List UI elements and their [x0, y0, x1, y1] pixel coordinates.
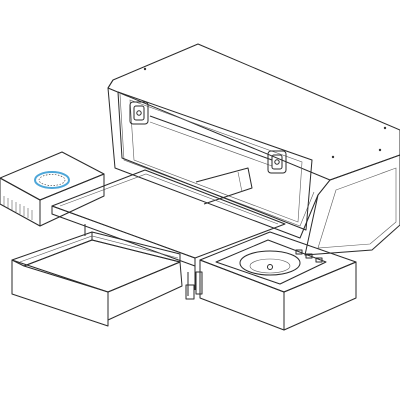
faucet-icon: [295, 249, 323, 263]
tray-top-surface: [51, 169, 286, 259]
screw: [378, 148, 382, 152]
latch-handle: [271, 154, 283, 170]
sink-bracket: [195, 271, 203, 295]
interior-post: [237, 171, 243, 193]
slide-tray[interactable]: [51, 169, 286, 300]
body-end-face: [304, 154, 400, 256]
cooktop-vents: [3, 196, 33, 220]
latch-right[interactable]: [267, 150, 287, 174]
lid-inner-recess: [129, 99, 303, 223]
body-corner-edge: [107, 79, 114, 89]
tray-rim: [59, 173, 279, 225]
drawer-inner-rim: [19, 235, 179, 263]
drain-icon: [267, 264, 273, 270]
sink-basin: [239, 250, 301, 276]
lid-inner-panel: [117, 91, 313, 231]
latch-icon: [267, 150, 287, 174]
latch-left[interactable]: [129, 101, 149, 125]
cooktop-module[interactable]: [0, 151, 105, 227]
screw: [143, 67, 147, 71]
latch-lock: [136, 110, 142, 116]
sink-icon: [215, 239, 327, 285]
interior-brace: [195, 167, 253, 205]
lid-support-bar: [149, 115, 273, 161]
burner-grate: [38, 174, 66, 186]
sink-basin-floor: [249, 258, 291, 274]
body-front-frame: [107, 87, 331, 239]
screw: [383, 126, 387, 130]
latch-lock: [274, 159, 280, 165]
toolbox-body: [107, 43, 400, 256]
cooktop-side: [39, 173, 105, 227]
screw: [331, 155, 335, 159]
open-lid: [117, 91, 313, 231]
drawer-right-wall: [107, 261, 183, 321]
cooktop-top: [0, 151, 105, 201]
latch-icon: [129, 101, 149, 125]
drawer-front-panel: [11, 259, 109, 327]
sink-side: [283, 261, 357, 331]
slide-bracket: [185, 284, 195, 300]
cooktop-front: [0, 177, 41, 227]
burner-icon: [34, 171, 70, 189]
latch-handle: [133, 105, 145, 121]
lid-support-bar-edge: [149, 121, 273, 167]
end-face-gradient: [317, 167, 397, 249]
sink-module[interactable]: [195, 231, 357, 331]
drawer[interactable]: [11, 231, 183, 327]
drawer-side-wall: [11, 231, 93, 267]
